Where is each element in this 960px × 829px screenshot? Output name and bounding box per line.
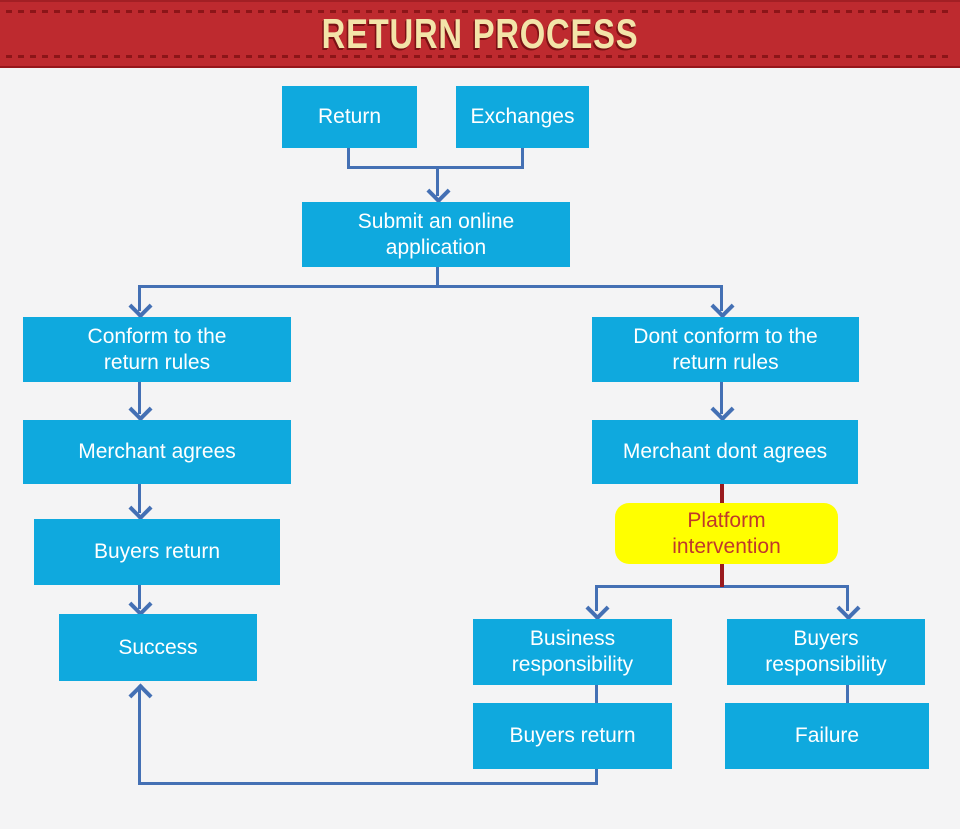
node-success: Success xyxy=(59,614,257,681)
edge-branch-right-down xyxy=(720,285,723,311)
edge-branch-horizontal xyxy=(138,285,723,288)
node-conform-rules: Conform to the return rules xyxy=(23,317,291,382)
arrowhead-into-buyers-responsibility xyxy=(836,596,861,621)
arrowhead-into-success-top xyxy=(128,592,153,617)
arrowhead-into-business-responsibility xyxy=(585,596,610,621)
node-return: Return xyxy=(282,86,417,148)
edge-dont-conform-to-merchant-dont-agrees xyxy=(720,382,723,414)
edge-conform-to-merchant-agrees xyxy=(138,382,141,414)
edge-merchant-agrees-to-buyers-return xyxy=(138,484,141,513)
node-failure: Failure xyxy=(725,703,929,769)
node-merchant-agrees: Merchant agrees xyxy=(23,420,291,484)
edge-buyers-responsibility-to-failure xyxy=(846,685,849,703)
arrowhead-into-dont-conform xyxy=(710,294,735,319)
edge-branch-left-down xyxy=(138,285,141,311)
node-merchant-dont-agrees: Merchant dont agrees xyxy=(592,420,858,484)
edge-exchanges-down xyxy=(521,147,524,169)
node-exchanges: Exchanges xyxy=(456,86,589,148)
arrowhead-into-conform xyxy=(128,294,153,319)
arrowhead-into-submit xyxy=(426,179,451,204)
edge-submit-down xyxy=(436,267,439,288)
node-buyers-responsibility: Buyers responsibility xyxy=(727,619,925,685)
node-platform-intervention: Platform intervention xyxy=(615,503,838,564)
edge-business-to-buyers-return-bottom xyxy=(595,685,598,703)
edge-split-right-down xyxy=(846,585,849,611)
edge-loop-horizontal xyxy=(138,782,598,785)
edge-merge-to-submit xyxy=(436,166,439,196)
edge-buyers-return-bottom-down xyxy=(595,769,598,785)
arrowhead-into-merchant-dont-agrees xyxy=(710,397,735,422)
node-buyers-return-bottom: Buyers return xyxy=(473,703,672,769)
edge-merge-horizontal xyxy=(347,166,524,169)
edge-buyers-return-to-success xyxy=(138,585,141,609)
node-submit-application: Submit an online application xyxy=(302,202,570,267)
node-business-responsibility: Business responsibility xyxy=(473,619,672,685)
edge-loop-up xyxy=(138,688,141,785)
arrowhead-into-success-bottom xyxy=(128,683,153,708)
banner-dashed-line-top xyxy=(6,10,954,13)
node-dont-conform-rules: Dont conform to the return rules xyxy=(592,317,859,382)
edge-split-left-down xyxy=(595,585,598,611)
banner-dashed-line-bottom xyxy=(6,55,954,58)
edge-return-down xyxy=(347,147,350,169)
arrowhead-into-buyers-return-left xyxy=(128,496,153,521)
arrowhead-into-merchant-agrees xyxy=(128,397,153,422)
node-buyers-return-left: Buyers return xyxy=(34,519,280,585)
page-title: RETURN PROCESS xyxy=(321,10,639,57)
title-banner: RETURN PROCESS xyxy=(0,0,960,68)
